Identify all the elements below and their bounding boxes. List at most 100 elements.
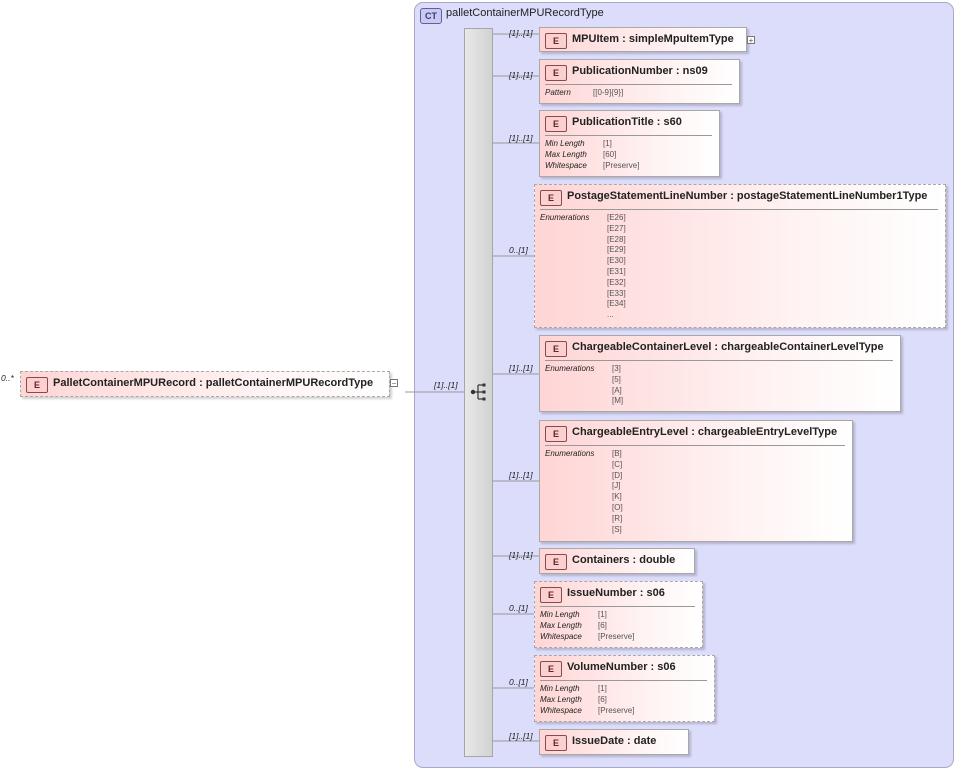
facet-value: [E29] bbox=[607, 245, 626, 255]
facet-value: ... bbox=[607, 310, 614, 320]
element-chargeableentrylevel[interactable]: E ChargeableEntryLevel : chargeableEntryL… bbox=[539, 420, 853, 542]
element-badge: E bbox=[545, 426, 567, 442]
facet-value: [E30] bbox=[607, 256, 626, 266]
facet-value: [S] bbox=[612, 524, 622, 534]
facet-label: Max Length bbox=[540, 620, 582, 630]
facet-value: [D] bbox=[612, 470, 623, 480]
facet-values: [1] bbox=[598, 684, 607, 695]
facet-value: [J] bbox=[612, 481, 621, 491]
facet-separator bbox=[545, 135, 712, 136]
element-postagestatementlinenumber[interactable]: E PostageStatementLineNumber : postageSta… bbox=[534, 184, 946, 328]
facet-value: [B] bbox=[612, 449, 622, 458]
element-badge: E bbox=[26, 377, 48, 393]
facet-value: [1] bbox=[598, 684, 607, 693]
element-name: ChargeableEntryLevel : chargeableEntryLe… bbox=[572, 426, 838, 438]
complex-type-name: palletContainerMPURecordType bbox=[446, 7, 604, 19]
element-name: PostageStatementLineNumber : postageStat… bbox=[567, 190, 928, 202]
element-badge: E bbox=[545, 116, 567, 132]
facet-value: [E32] bbox=[607, 277, 626, 287]
facet-value: [60] bbox=[603, 149, 617, 159]
cardinality-label: [1]..[1] bbox=[509, 470, 533, 480]
collapse-toggle-icon[interactable]: − bbox=[390, 379, 398, 388]
element-name: MPUItem : simpleMpuItemType bbox=[572, 33, 734, 45]
facet-values: [B][C][D][J][K][O][R][S] bbox=[612, 449, 623, 535]
sequence-icon[interactable] bbox=[470, 382, 488, 402]
element-badge: E bbox=[540, 661, 562, 677]
facet-label: Min Length bbox=[540, 610, 580, 619]
facet-value: [K] bbox=[612, 492, 622, 502]
element-name: PublicationTitle : s60 bbox=[572, 116, 682, 128]
element-name: IssueDate : date bbox=[572, 735, 657, 747]
facet-value: [C] bbox=[612, 459, 623, 469]
element-mpuitem[interactable]: E MPUItem : simpleMpuItemType bbox=[539, 27, 747, 52]
cardinality-label: [1]..[1] bbox=[509, 731, 533, 741]
facet-label: Enumerations bbox=[545, 364, 595, 373]
cardinality-label: [1]..[1] bbox=[509, 28, 533, 38]
element-name: PublicationNumber : ns09 bbox=[572, 65, 708, 77]
sequence-cardinality: [1]..[1] bbox=[434, 380, 458, 390]
element-badge: E bbox=[545, 554, 567, 570]
cardinality-label: 0..[1] bbox=[509, 603, 528, 613]
facet-label: Min Length bbox=[545, 139, 585, 148]
facet-label: Max Length bbox=[545, 149, 587, 159]
facet-value: [O] bbox=[612, 502, 623, 512]
facet-value: [R] bbox=[612, 513, 623, 523]
facet-values: [1] bbox=[603, 139, 612, 150]
facet-separator bbox=[545, 360, 893, 361]
facet-separator bbox=[540, 680, 707, 681]
facet-label: Min Length bbox=[540, 684, 580, 693]
facet-value: [[0-9]{9}] bbox=[593, 88, 624, 97]
facet-value: [6] bbox=[598, 620, 607, 630]
facet-label: Enumerations bbox=[540, 213, 590, 222]
element-name: VolumeNumber : s06 bbox=[567, 661, 676, 673]
facet-values: [60] bbox=[603, 150, 616, 161]
facet-label: Enumerations bbox=[545, 449, 595, 458]
facet-label: Max Length bbox=[540, 694, 582, 704]
facet-value: [3] bbox=[612, 364, 621, 373]
element-badge: E bbox=[540, 190, 562, 206]
facet-value: [E26] bbox=[607, 213, 626, 222]
element-badge: E bbox=[545, 65, 567, 81]
cardinality-label: [1]..[1] bbox=[509, 70, 533, 80]
facet-value: [6] bbox=[598, 694, 607, 704]
facet-value: [5] bbox=[612, 374, 621, 384]
facet-separator bbox=[545, 445, 845, 446]
facet-values: [6] bbox=[598, 695, 607, 706]
complex-type-badge: CT bbox=[420, 8, 442, 24]
facet-values: [3][5][A][M] bbox=[612, 364, 623, 407]
facet-values: [Preserve] bbox=[598, 706, 634, 717]
facet-separator bbox=[540, 209, 938, 210]
facet-label: Pattern bbox=[545, 88, 571, 97]
element-name: ChargeableContainerLevel : chargeableCon… bbox=[572, 341, 884, 353]
element-name: IssueNumber : s06 bbox=[567, 587, 665, 599]
element-badge: E bbox=[540, 587, 562, 603]
facet-value: [Preserve] bbox=[603, 160, 640, 170]
facet-value: [E33] bbox=[607, 288, 626, 298]
facet-value: [Preserve] bbox=[598, 631, 635, 641]
facet-value: [E28] bbox=[607, 234, 626, 244]
expand-toggle-icon[interactable]: + bbox=[747, 36, 755, 45]
facet-separator bbox=[545, 84, 732, 85]
element-badge: E bbox=[545, 33, 567, 49]
cardinality-label: 0..[1] bbox=[509, 677, 528, 687]
facet-values: [Preserve] bbox=[603, 161, 639, 172]
facet-value: [A] bbox=[612, 385, 622, 395]
cardinality-label: [1]..[1] bbox=[509, 363, 533, 373]
facet-values: [Preserve] bbox=[598, 632, 634, 643]
facet-values: [E26][E27][E28][E29][E30][E31][E32][E33]… bbox=[607, 213, 626, 321]
facet-value: [M] bbox=[612, 396, 624, 406]
facet-values: [6] bbox=[598, 621, 607, 632]
facet-label: Whitespace bbox=[540, 705, 582, 715]
cardinality-label: [1]..[1] bbox=[509, 133, 533, 143]
cardinality-label: [1]..[1] bbox=[509, 550, 533, 560]
root-cardinality: 0..* bbox=[1, 373, 14, 383]
root-element[interactable]: E PalletContainerMPURecord : palletConta… bbox=[20, 371, 390, 397]
